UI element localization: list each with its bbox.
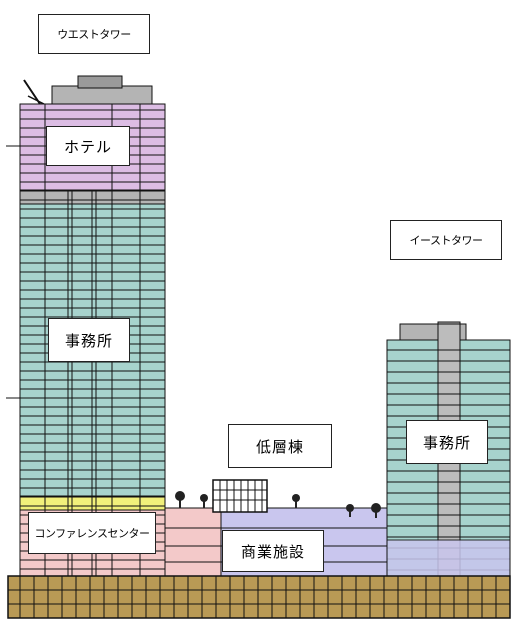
basement-zone bbox=[7, 575, 511, 619]
commercial-pink-wing bbox=[164, 507, 222, 577]
label-commercial: 商業施設 bbox=[222, 530, 324, 572]
label-office-west: 事務所 bbox=[48, 318, 130, 362]
label-conference: コンファレンスセンター bbox=[28, 512, 156, 554]
label-low-rise: 低層棟 bbox=[228, 424, 332, 468]
east-lower-commercial bbox=[386, 539, 511, 577]
roof-trees bbox=[175, 491, 381, 518]
atrium-frame bbox=[212, 479, 268, 513]
label-west-tower: ウエストタワー bbox=[38, 14, 150, 54]
atrium-mullions bbox=[213, 480, 267, 512]
west-roof-machinery-top bbox=[77, 75, 123, 89]
label-hotel: ホテル bbox=[46, 126, 130, 166]
west-roof-crane-2 bbox=[27, 95, 45, 105]
basement-structure bbox=[8, 576, 510, 618]
basement bbox=[7, 575, 511, 619]
west-core-columns bbox=[44, 104, 141, 576]
label-office-east: 事務所 bbox=[406, 420, 488, 464]
label-east-tower: イーストタワー bbox=[390, 220, 502, 260]
